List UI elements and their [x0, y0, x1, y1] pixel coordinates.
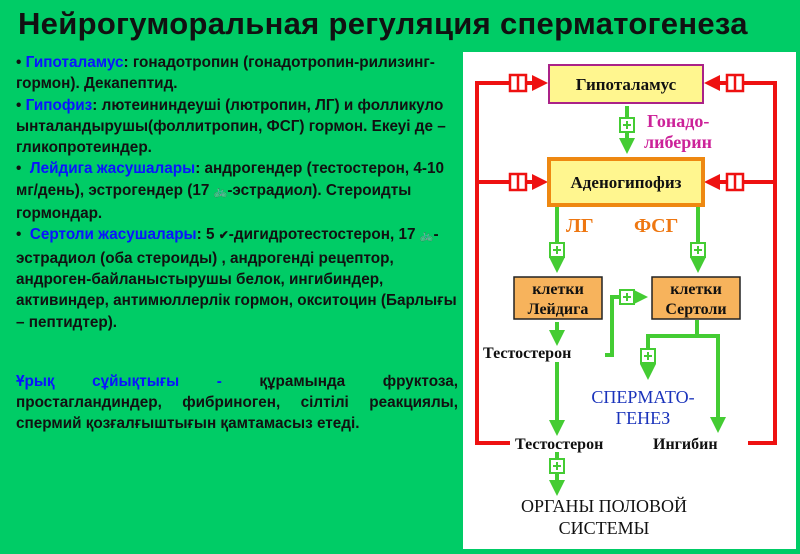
bullet-text: : лютеининдеуші (лютропин, ЛГ) и фоллику…: [16, 96, 446, 157]
hypothalamus-box: [548, 64, 704, 104]
adenohypophysis-label: Аденогипофиз: [571, 173, 682, 192]
term-semen: Ұрық сұйықтығы -: [16, 372, 222, 390]
bullet-text: : гонадотропин (гонадотропин-рилизинг-го…: [16, 54, 435, 93]
organs-label-2: СИСТЕМЫ: [559, 518, 650, 538]
semen-text: құрамында фруктоза, простагландиндер, фи…: [16, 372, 458, 433]
sertoli-label-2: Сертоли: [665, 301, 726, 318]
bullet-marker: •: [16, 96, 22, 114]
bicycle-icon: 🚲: [419, 230, 434, 243]
semen-paragraph: Ұрық сұйықтығы - құрамында фруктоза, про…: [16, 371, 458, 435]
gonadoliberin-label-2: либерин: [644, 132, 712, 152]
term-hypophysis: Гипофиз: [25, 96, 93, 114]
minus-icon: [508, 73, 745, 192]
lh-label: ЛГ: [566, 215, 594, 237]
check-icon: ✔: [218, 228, 229, 243]
spermatogenesis-label-1: СПЕРМАТО-: [591, 387, 694, 407]
bullet-leydig: • Лейдига жасушалары: андрогендер (тесто…: [16, 158, 458, 224]
term-sertoli: Сертоли жасушалары: [29, 226, 197, 244]
plus-icon: [549, 117, 706, 474]
leydig-label-2: Лейдига: [528, 301, 589, 318]
bullet-text: -эстрадиол). Стероидты гормондар.: [16, 181, 412, 223]
bullet-hypothalamus: • Гипоталамус: гонадотропин (гонадотропи…: [16, 52, 458, 95]
hypothalamus-label: Гипоталамус: [576, 75, 677, 94]
testosterone-label-2: Тестостерон: [515, 436, 603, 453]
leydig-label-1: клетки: [532, 281, 584, 298]
leydig-box: [513, 276, 603, 320]
adenohypophysis-box: [547, 157, 705, 207]
sertoli-label-1: клетки: [670, 281, 722, 298]
text-column: • Гипоталамус: гонадотропин (гонадотропи…: [16, 52, 458, 435]
spermatogenesis-label-2: ГЕНЕЗ: [616, 408, 671, 428]
gonadoliberin-label-1: Гонадо-: [647, 111, 709, 131]
inhibin-label: Ингибин: [653, 436, 718, 453]
organs-label-1: ОРГАНЫ ПОЛОВОЙ: [521, 496, 687, 516]
slide-title: Нейрогуморальная регуляция сперматогенез…: [18, 6, 748, 41]
bullet-marker: •: [16, 160, 22, 178]
bicycle-icon: 🚲: [213, 185, 228, 198]
term-hypothalamus: Гипоталамус: [25, 54, 124, 71]
sertoli-box: [651, 276, 741, 320]
fsh-label: ФСГ: [634, 215, 678, 237]
inhibitory-feedback-right: [704, 75, 777, 445]
term-leydig: Лейдига жасушалары: [29, 160, 196, 178]
bullet-text: -дигидротестостерон, 17: [228, 226, 420, 244]
bullet-text: -эстрадиол (оба стероиды) , андрогенді р…: [16, 226, 457, 331]
inhibitory-feedback-left: [475, 75, 548, 445]
testosterone-label-1: Тестостерон: [483, 345, 571, 362]
bullet-sertoli: • Сертоли жасушалары: 5 ✔-дигидротестост…: [16, 224, 458, 332]
bullet-marker: •: [16, 226, 22, 244]
bullet-hypophysis: • Гипофиз: лютеининдеуші (лютропин, ЛГ) …: [16, 95, 458, 159]
bullet-text: : 5: [196, 226, 219, 244]
bullet-text: : андрогендер (тестостерон, 4-10 мг/день…: [16, 160, 445, 199]
bullet-marker: •: [16, 54, 22, 71]
